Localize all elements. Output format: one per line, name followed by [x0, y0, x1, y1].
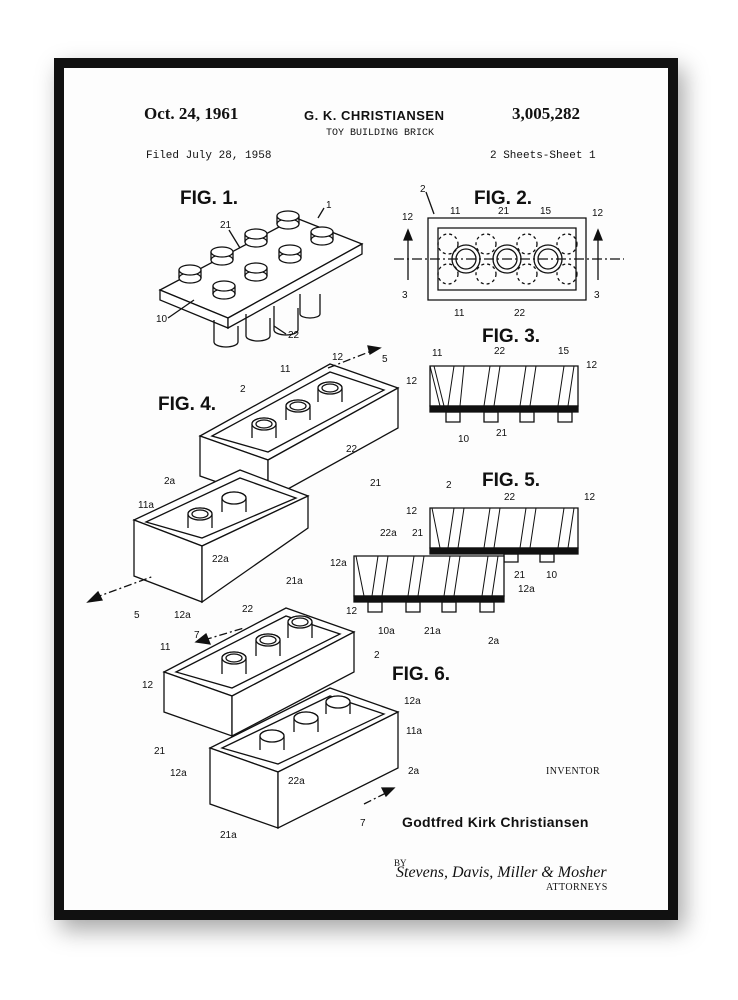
- fig6-ref-7-top: 7: [194, 630, 200, 641]
- fig4-ref-21a: 21a: [286, 576, 303, 587]
- fig6-ref-7-bottom: 7: [360, 818, 366, 829]
- fig4-ref-22a: 22a: [212, 554, 229, 565]
- attorneys-signature: Stevens, Davis, Miller & Mosher: [396, 864, 607, 881]
- fig3-section: FIG. 3. 11 22 15 12 12 10 21: [406, 326, 598, 445]
- fig4-ref-21: 21: [370, 478, 382, 489]
- fig4-label: FIG. 4.: [158, 394, 216, 415]
- fig4-ref-11: 11: [280, 364, 291, 375]
- fig1-brick: FIG. 1.: [156, 188, 362, 347]
- fig3-ref-12-left: 12: [406, 376, 418, 387]
- fig3-ref-21: 21: [496, 428, 508, 439]
- fig3-ref-11: 11: [432, 348, 443, 359]
- fig4-ref-2: 2: [240, 384, 246, 395]
- fig4-ref-12a: 12a: [174, 610, 191, 621]
- fig6-ref-12a-left: 12a: [170, 768, 187, 779]
- fig5-ref-10a: 10a: [378, 626, 395, 637]
- patent-date: Oct. 24, 1961: [144, 104, 239, 123]
- fig6-ref-11: 11: [160, 642, 171, 653]
- fig6-ref-22a: 22a: [288, 776, 305, 787]
- fig2-ref-15: 15: [540, 206, 552, 217]
- fig3-ref-10: 10: [458, 434, 470, 445]
- patent-drawing: FIG. 1.: [64, 184, 668, 841]
- fig2-ref-2: 2: [420, 184, 426, 195]
- fig6-ref-12-top: 12: [346, 606, 358, 617]
- fig4-ref-22: 22: [346, 444, 358, 455]
- fig6-label: FIG. 6.: [392, 664, 450, 685]
- fig1-label: FIG. 1.: [180, 188, 238, 209]
- fig6-ref-22: 22: [242, 604, 254, 615]
- fig2-ref-21: 21: [498, 206, 510, 217]
- patent-number: 3,005,282: [512, 104, 580, 123]
- fig5-ref-22: 22: [504, 492, 516, 503]
- fig3-ref-22: 22: [494, 346, 506, 357]
- fig1-ref-21: 21: [220, 220, 232, 231]
- fig6-stacked-bricks: FIG. 6.: [142, 604, 450, 841]
- inventor-name: Godtfred Kirk Christiansen: [402, 814, 589, 830]
- patent-title: TOY BUILDING BRICK: [326, 128, 435, 139]
- fig2-ref-22: 22: [514, 308, 526, 319]
- fig5-ref-10: 10: [546, 570, 558, 581]
- fig5-ref-21a: 21a: [424, 626, 441, 637]
- fig4-ref-5-top: 5: [382, 354, 388, 365]
- fig6-ref-21: 21: [154, 746, 166, 757]
- fig6-ref-12a-top: 12a: [404, 696, 421, 707]
- fig6-ref-2: 2: [374, 650, 380, 661]
- fig6-ref-12-left: 12: [142, 680, 154, 691]
- fig2-bottom-view: FIG. 2. 3 3 2 12: [394, 184, 624, 319]
- fig5-ref-2a: 2a: [488, 636, 500, 647]
- fig2-ref-11-bottom: 11: [454, 308, 465, 319]
- fig6-ref-11a: 11a: [406, 726, 422, 737]
- fig6-ref-2a: 2a: [408, 766, 420, 777]
- patent-sheet: Oct. 24, 1961 G. K. CHRISTIANSEN 3,005,2…: [64, 68, 668, 910]
- fig2-ref-12-left: 12: [402, 212, 414, 223]
- fig4-ref-5-bottom: 5: [134, 610, 140, 621]
- fig6-ref-21a: 21a: [220, 830, 237, 841]
- fig1-ref-10: 10: [156, 314, 168, 325]
- fig5-ref-12a-right: 12a: [518, 584, 535, 595]
- fig1-ref-22: 22: [288, 330, 300, 341]
- fig2-ref-11-top: 11: [450, 206, 461, 217]
- fig2-ref-3-right: 3: [594, 290, 600, 301]
- inventor-label: INVENTOR: [546, 766, 601, 777]
- fig5-section: FIG. 5. 2 22 12 12 22a 21: [330, 470, 596, 647]
- poster-frame: Oct. 24, 1961 G. K. CHRISTIANSEN 3,005,2…: [54, 58, 678, 920]
- sheet-count: 2 Sheets-Sheet 1: [490, 150, 596, 162]
- fig3-ref-15: 15: [558, 346, 570, 357]
- fig4-stacked-bricks: FIG. 4.: [88, 346, 398, 621]
- filed-date: Filed July 28, 1958: [146, 150, 272, 162]
- fig4-ref-11a: 11a: [138, 500, 154, 511]
- fig3-label: FIG. 3.: [482, 326, 540, 347]
- fig1-ref-1: 1: [326, 200, 332, 211]
- fig2-label: FIG. 2.: [474, 188, 532, 209]
- fig5-ref-22a: 22a: [380, 528, 397, 539]
- fig4-ref-2a: 2a: [164, 476, 176, 487]
- fig5-ref-21-right: 21: [514, 570, 526, 581]
- fig5-ref-12-left: 12: [406, 506, 418, 517]
- patent-inventor-header: G. K. CHRISTIANSEN: [304, 108, 445, 123]
- fig2-ref-3-left: 3: [402, 290, 408, 301]
- attorneys-label: ATTORNEYS: [546, 882, 608, 893]
- fig5-label: FIG. 5.: [482, 470, 540, 491]
- fig5-ref-12a-left: 12a: [330, 558, 347, 569]
- fig5-ref-12-right: 12: [584, 492, 596, 503]
- by-label: BY: [394, 858, 407, 868]
- fig4-ref-12: 12: [332, 352, 344, 363]
- fig2-ref-12-right: 12: [592, 208, 604, 219]
- fig3-ref-12-right: 12: [586, 360, 598, 371]
- fig5-ref-21: 21: [412, 528, 424, 539]
- fig5-ref-2: 2: [446, 480, 452, 491]
